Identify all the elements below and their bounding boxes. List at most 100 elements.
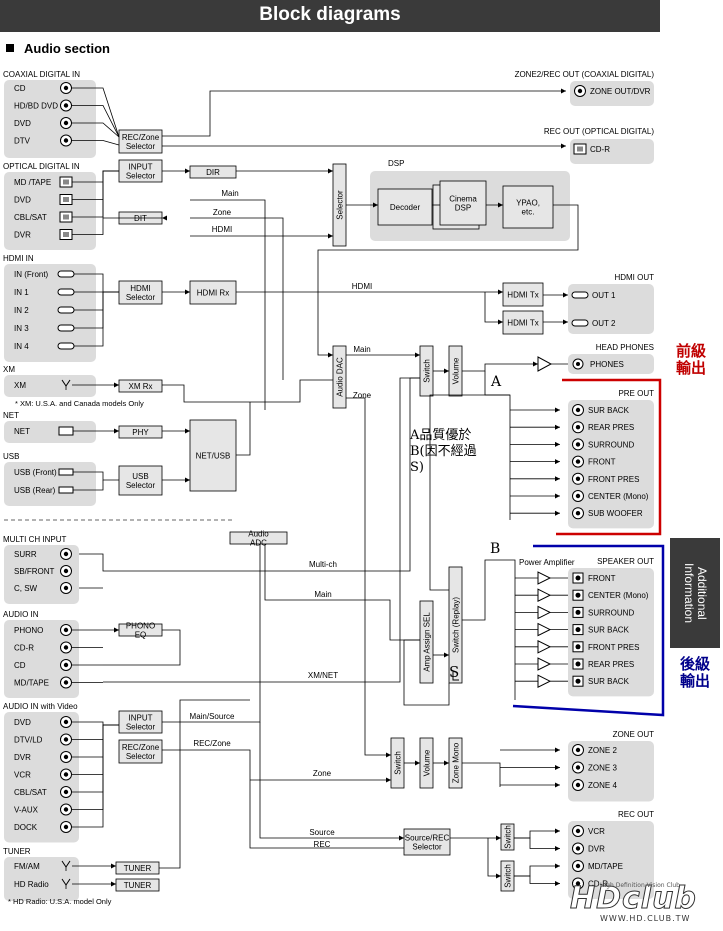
hdmi-out-title: HDMI OUT	[614, 273, 654, 282]
multi-ch-input-label: SB/FRONT	[14, 567, 55, 576]
source-rec-selector-block-label: Source/REC	[405, 833, 450, 842]
usb-selector-block	[118, 465, 163, 496]
tuner-out-line	[159, 699, 250, 869]
hdmi-input-label: IN 3	[14, 324, 29, 333]
pre-out-jack-pin	[575, 476, 581, 481]
optical-input-label: MD /TAPE	[14, 178, 51, 187]
arrow-icon	[555, 863, 560, 869]
arrow-icon	[328, 233, 333, 239]
optical-input-jack-core	[63, 232, 69, 237]
hdmi-tx-block-2-label: HDMI Tx	[507, 318, 538, 327]
usb-input-label: USB (Front)	[14, 468, 57, 477]
arrow-icon	[561, 88, 566, 94]
header-bar	[0, 0, 660, 32]
audio-in-title: AUDIO IN	[3, 610, 39, 619]
arrow-icon	[555, 782, 560, 788]
optical-input-jack-core	[63, 197, 69, 202]
hdmi-input-label: IN 2	[14, 306, 29, 315]
arrow-icon	[563, 292, 568, 298]
speaker-out-bracket	[512, 544, 665, 717]
arrow-icon	[114, 627, 119, 633]
arrow-icon	[555, 476, 560, 482]
audio-adc-block-label: ADC	[250, 538, 267, 547]
rec-out-jack-pin	[575, 881, 581, 886]
zone-out-line	[162, 90, 566, 137]
optical-input-jack-core	[63, 214, 69, 220]
coaxial-input-jack-pin	[63, 138, 69, 143]
arrow-icon	[555, 424, 560, 430]
pre-out-label: SUB WOOFER	[588, 509, 643, 518]
source-rec-selector-block	[403, 828, 451, 856]
pre-out-bus-line	[484, 371, 511, 520]
section-title: Audio section	[6, 41, 110, 56]
rec-zone-selector-block-label: REC/Zone	[122, 133, 160, 142]
xm-footnote: * XM: U.S.A. and Canada models Only	[15, 399, 144, 408]
xm-rx-block-label: XM Rx	[129, 382, 153, 391]
side-tab[interactable]	[670, 538, 720, 648]
zone-out-label: ZONE 4	[588, 781, 617, 790]
pre-out-jack-pin	[575, 511, 581, 516]
arrow-icon	[444, 368, 449, 374]
audio-input-label: MD/TAPE	[14, 679, 49, 688]
coaxial-input-label: DTV	[14, 137, 31, 146]
audio-video-input-jack-pin	[63, 754, 69, 760]
arrow-icon	[555, 747, 560, 753]
speaker-out-jack-pin	[575, 592, 581, 598]
speaker-out-jack-pin	[575, 575, 581, 581]
switch-zone-block-label: Switch	[394, 751, 403, 775]
volume-main-block-label: Volume	[452, 357, 461, 384]
audio-dac-block-label: Audio DAC	[336, 357, 345, 397]
zone-out-dvr-panel	[570, 81, 654, 106]
input-selector-block-label: Selector	[126, 171, 156, 180]
usb-input-jack	[58, 486, 74, 494]
arrow-icon	[386, 752, 391, 758]
arrow-icon	[498, 319, 503, 325]
speaker-out-jack-pin	[575, 627, 581, 633]
page-title: Block diagrams	[259, 4, 401, 25]
main-feed-line	[190, 199, 266, 410]
quality-annotation: A品質優於B(因不經過S)	[410, 428, 477, 475]
phy-block-label: PHY	[132, 428, 149, 437]
optical-input-jack-core	[63, 179, 69, 185]
net-title: NET	[3, 411, 19, 420]
volume-to-headphone-line	[462, 363, 538, 372]
rec-out-label: MD/TAPE	[588, 862, 623, 871]
arrow-icon	[328, 168, 333, 174]
arrow-icon	[555, 881, 560, 886]
coax-line	[71, 140, 120, 146]
optical-input-label: DVD	[14, 196, 31, 205]
headphones-pin	[576, 362, 580, 366]
rec-out-optical-jack-core	[577, 146, 583, 152]
audio-adc-block	[229, 531, 288, 545]
audio-video-line	[72, 724, 119, 740]
audio-video-input-jack-pin	[63, 789, 69, 795]
hdmi-input-jack	[57, 324, 75, 332]
speaker-out-label: FRONT	[588, 574, 616, 583]
speaker-out-label: REAR PRES	[588, 660, 634, 669]
phy-block	[118, 425, 163, 439]
speaker-out-title: SPEAKER OUT	[597, 557, 654, 566]
signal-multi-ch-label: Multi-ch	[309, 560, 337, 569]
rec-zone-selector-2-block-label: REC/Zone	[122, 743, 160, 752]
net-to-dac-line	[236, 402, 251, 456]
usb-front-line	[73, 471, 119, 481]
speaker-out-panel	[568, 568, 654, 697]
tuner-title: TUNER	[3, 847, 31, 856]
arrow-icon	[555, 493, 560, 499]
xm-title: XM	[3, 365, 15, 374]
audio-video-input-label: V-AUX	[14, 806, 39, 815]
section-title-text: Audio section	[24, 41, 110, 56]
speaker-out-jack-pin	[575, 661, 581, 667]
signal-hdmi-label: HDMI	[212, 225, 232, 234]
watermark: HDclub High Definition Vision Club WWW.H…	[570, 881, 697, 923]
rec-out-line	[514, 875, 560, 884]
ypao-block-label: YPAO,	[516, 198, 540, 207]
arrow-icon	[162, 215, 167, 221]
watermark-logo: HDclub	[570, 881, 697, 916]
audio-video-input-jack-pin	[63, 824, 69, 830]
audio-input-jack-pin	[63, 627, 69, 633]
signal-main-source-label: Main/Source	[190, 712, 235, 721]
hdmi-input-label: IN (Front)	[14, 270, 49, 279]
usb-selector-block-label: USB	[132, 472, 148, 481]
point-s-mark	[452, 672, 459, 681]
